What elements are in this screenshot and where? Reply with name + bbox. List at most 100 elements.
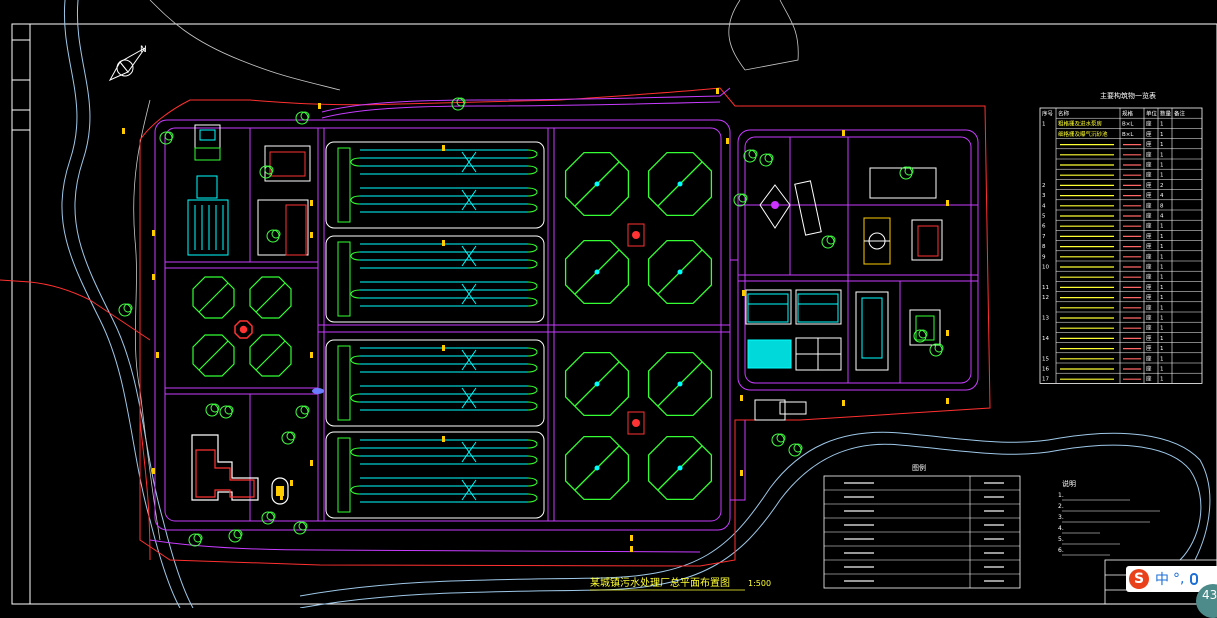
dimension-marker (442, 240, 445, 246)
tree-icon (451, 97, 465, 111)
tree-icon (776, 433, 786, 443)
dimension-marker (310, 352, 313, 358)
dimension-marker (742, 290, 745, 296)
table-cell: 1 (1160, 305, 1164, 311)
aeration-channel-bend (350, 439, 538, 465)
tree-icon (456, 97, 466, 107)
dimension-marker (310, 200, 313, 206)
table-cell: 座 (1146, 252, 1152, 260)
road-network (149, 87, 979, 553)
table-cell: 座 (1146, 344, 1152, 352)
dimension-marker (842, 400, 845, 406)
notification-badge[interactable]: 43 (1196, 584, 1217, 618)
tree-icon (264, 165, 274, 175)
table-cell: 2 (1160, 183, 1164, 189)
aeration-tanks (325, 141, 545, 519)
table-cell: 座 (1146, 354, 1152, 362)
table-cell: 1 (1160, 336, 1164, 342)
table-cell: 7 (1042, 234, 1046, 240)
table-cell: 1 (1160, 163, 1164, 169)
table-cell: 座 (1146, 222, 1152, 230)
aeration-channel (360, 187, 528, 213)
table-cell: B×L (1122, 122, 1134, 128)
inlet-pipe-marker (312, 388, 324, 394)
table-cell: 1 (1042, 122, 1046, 128)
clarifier-center (594, 381, 600, 387)
legend-table: 图例 (823, 463, 1021, 589)
tree-icon (164, 131, 174, 141)
tree-icon (821, 235, 835, 249)
table-cell: 座 (1146, 161, 1152, 169)
dimension-marker (280, 494, 283, 500)
anoxic-zone (337, 147, 351, 223)
tree-icon (259, 165, 273, 179)
anoxic-zone (337, 241, 351, 317)
table-cell: 座 (1146, 150, 1152, 158)
tree-icon (295, 111, 309, 125)
table-cell: 座 (1146, 171, 1152, 179)
table-cell: 座 (1146, 334, 1152, 342)
table-header-cell: 规格 (1122, 110, 1134, 118)
sludge-wells (627, 223, 645, 435)
table-cell: 座 (1146, 120, 1152, 128)
aeration-channel (360, 347, 528, 373)
table-cell: 14 (1042, 336, 1049, 342)
ime-mode-toggle[interactable]: 中 (1155, 572, 1169, 588)
table-cell: 座 (1146, 191, 1152, 199)
table-cell: 1 (1160, 326, 1164, 332)
tree-icon (210, 403, 220, 413)
river-south (299, 431, 1211, 608)
ime-logo-icon[interactable]: S (1129, 569, 1149, 589)
tree-icon (281, 431, 295, 445)
mixer-symbol (461, 349, 477, 371)
table-cell: 座 (1146, 324, 1152, 332)
table-cell: 座 (1146, 212, 1152, 220)
aeration-channel-bend (350, 477, 538, 503)
table-cell: 座 (1146, 263, 1152, 271)
tree-icon (266, 229, 280, 243)
tree-icon (228, 529, 242, 543)
aeration-tank-outline (325, 431, 545, 519)
clarifier-center (677, 465, 683, 471)
dimension-marker (310, 460, 313, 466)
ime-punct-toggle[interactable]: °, (1173, 571, 1185, 587)
table-cell: 1 (1160, 132, 1164, 138)
table-cell: 座 (1146, 140, 1152, 148)
tree-icon (793, 443, 803, 453)
table-cell: 1 (1160, 295, 1164, 301)
table-cell: 座 (1146, 130, 1152, 138)
table-cell: 10 (1042, 265, 1049, 271)
structures-table-title: 主要构筑物一览表 (1100, 91, 1156, 100)
notes-line: 4. (1058, 525, 1064, 532)
tree-icon (233, 529, 243, 539)
table-cell: 1 (1160, 377, 1164, 383)
table-cell: 座 (1146, 365, 1152, 373)
table-cell: 16 (1042, 367, 1049, 373)
aeration-channel-bend (350, 347, 538, 373)
tree-icon (293, 521, 307, 535)
aeration-channel-bend (350, 385, 538, 411)
table-cell: 座 (1146, 273, 1152, 281)
tree-icon (286, 431, 296, 441)
dimension-marker (726, 138, 729, 144)
secondary-clarifiers (564, 151, 713, 501)
mixer-symbol (461, 441, 477, 463)
clarifier-center (594, 181, 600, 187)
tree-icon (159, 131, 173, 145)
tree-icon (271, 229, 281, 239)
tree-icon (261, 511, 275, 525)
east-area-buildings (745, 167, 943, 421)
table-cell: 1 (1160, 367, 1164, 373)
table-cell: 1 (1160, 152, 1164, 158)
clarifier-center (594, 269, 600, 275)
table-cell: 8 (1160, 203, 1164, 209)
microphone-icon[interactable] (1190, 573, 1199, 585)
mixer-symbol (461, 479, 477, 501)
tree-icon (748, 149, 758, 159)
table-cell: 12 (1042, 295, 1049, 301)
aeration-channel-bend (350, 149, 538, 175)
dimension-marker (842, 130, 845, 136)
table-header-cell: 名称 (1058, 110, 1070, 118)
table-cell: 座 (1146, 181, 1152, 189)
